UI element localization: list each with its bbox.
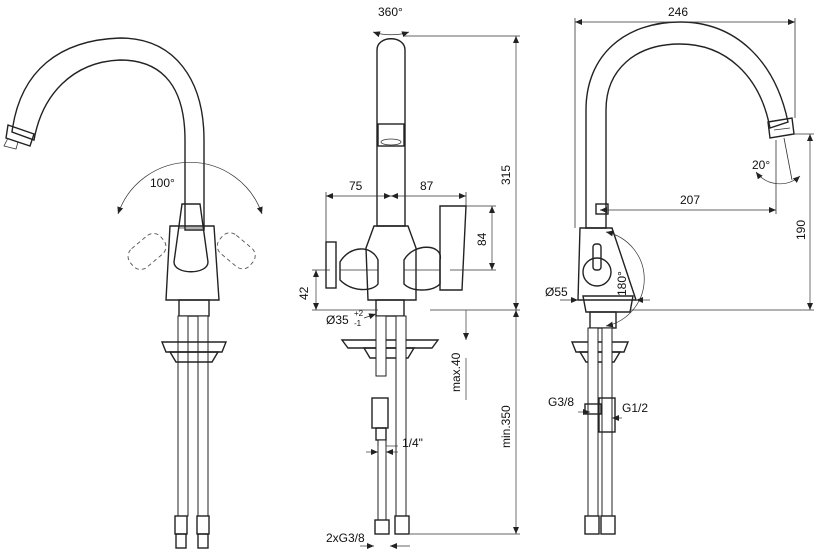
dim-bottom-thread: 2xG3/8 [326,531,365,545]
middle-spout [376,38,406,227]
dim-fitting: 1/4" [402,436,423,450]
thread-small-label: G3/8 [548,395,574,409]
dim-height: 315 [499,165,513,185]
right-view: 180° Ø55 G3/8 G1/2 246 207 20° [545,5,814,535]
dim-total-reach: 246 [668,5,688,19]
dim-hole-tol-plus: +2 [354,309,364,318]
middle-view: 360° 75 87 84 [297,5,520,549]
left-view: 100° [3,37,263,549]
left-lever [173,203,209,273]
tilt-label: 20° [752,158,770,172]
dim-spout-height: 190 [794,220,808,240]
rotation-label: 360° [378,5,403,19]
left-body [165,225,220,301]
dim-max-thickness: max.40 [449,352,463,392]
dim-base-diameter: Ø55 [545,285,568,299]
thread-large-label: G1/2 [622,401,648,415]
dim-hole-tol-minus: -1 [354,319,362,328]
middle-body [365,225,417,301]
right-lever-arc [605,230,645,328]
tilt-arc [755,171,801,185]
left-angle-label: 100° [150,176,175,190]
dim-spout-reach: 207 [680,193,700,207]
dim-base-height: 42 [297,286,311,300]
dim-lever: 84 [475,232,489,246]
left-spout [11,37,205,231]
rotation-arc [372,31,410,38]
dim-left-reach: 75 [349,179,363,193]
dim-right-reach: 87 [420,179,434,193]
right-lever-angle: 180° [615,271,629,296]
dim-hole: Ø35 [326,313,349,327]
dim-min-hose: min.350 [499,405,513,448]
left-angle-arc [117,162,263,215]
left-aerator [5,124,35,147]
right-spout [585,21,789,229]
